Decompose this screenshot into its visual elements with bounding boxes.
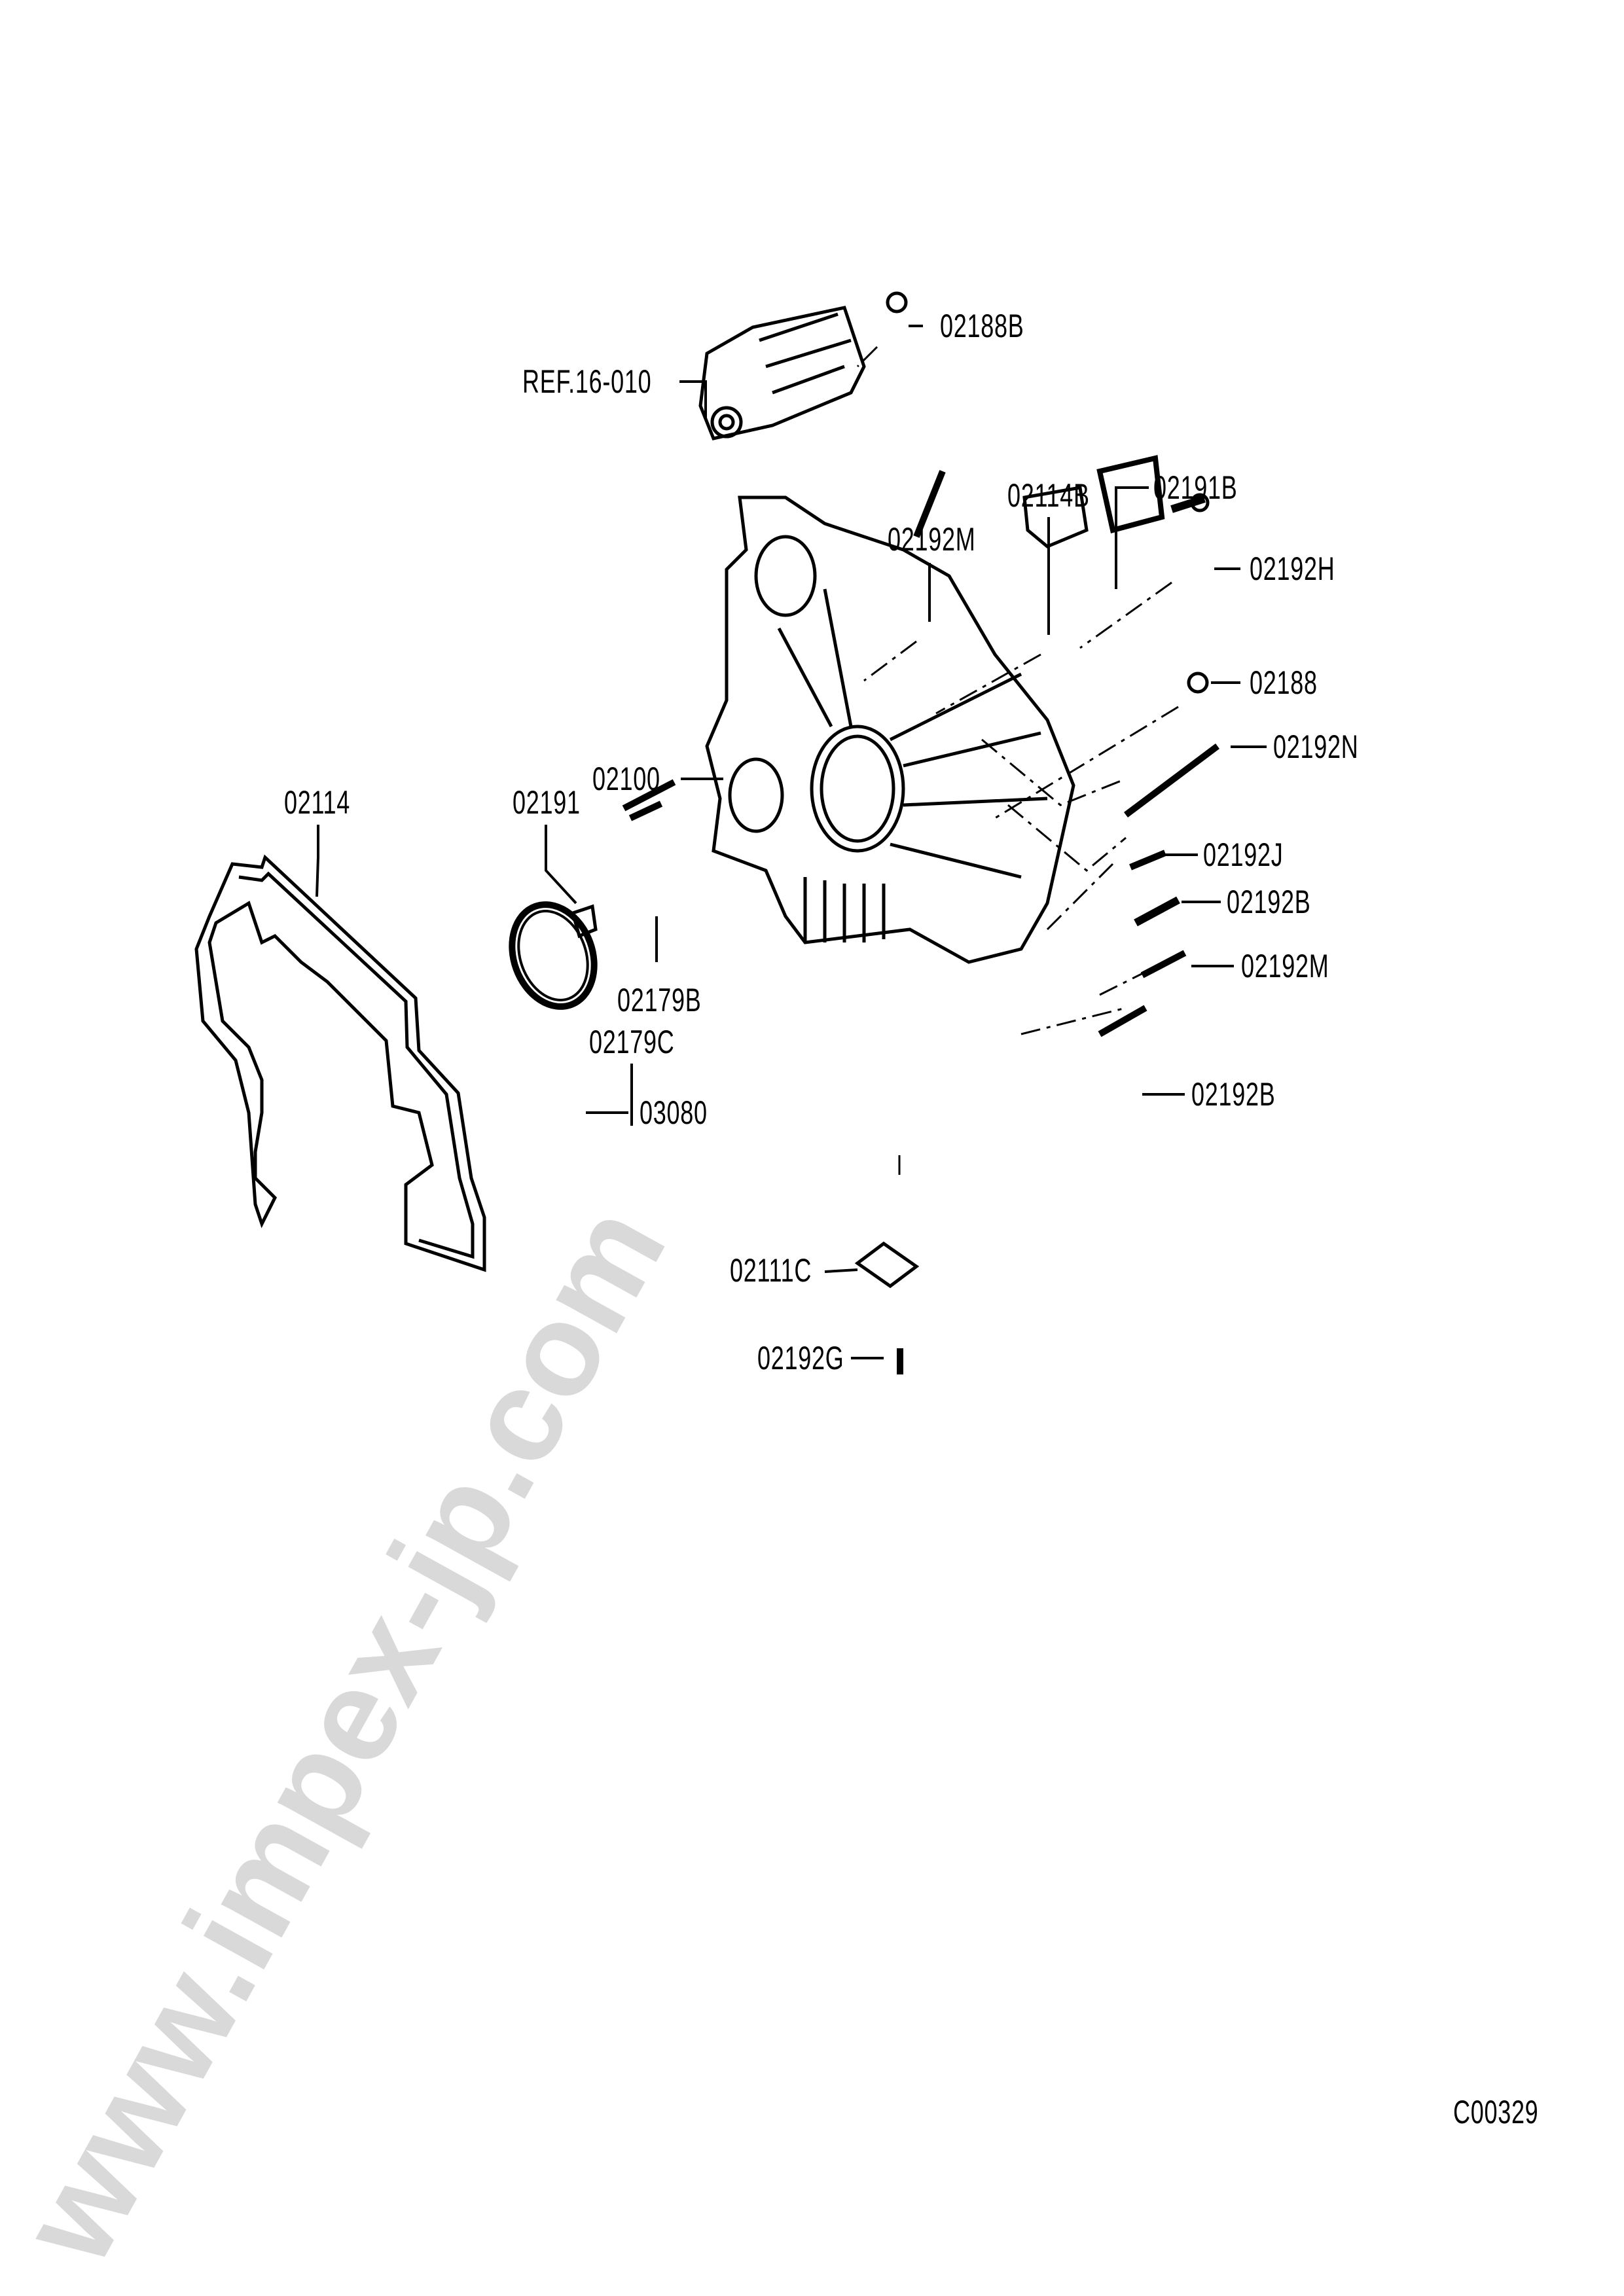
callout-02192H: 02192H (1250, 550, 1335, 587)
diagram-code: C00329 (1453, 2094, 1539, 2130)
callout-02192M-lower: 02192M (1241, 948, 1329, 984)
callout-02192J: 02192J (1203, 836, 1284, 873)
callout-02192M-top: 02192M (888, 521, 976, 558)
callout-02188: 02188 (1250, 664, 1318, 701)
leader-lines (316, 325, 1267, 1359)
flywheel-housing (705, 495, 1075, 964)
callout-02191: 02191 (513, 784, 581, 821)
callout-02192N: 02192N (1273, 728, 1359, 765)
assembly-dashed-lines (856, 346, 1179, 1178)
callout-02192B-upper: 02192B (1227, 884, 1311, 920)
callout-02111C: 02111C (730, 1252, 812, 1289)
callout-02188B: 02188B (940, 308, 1024, 344)
front-cover-gasket (194, 854, 486, 1272)
callout-02100: 02100 (592, 761, 660, 797)
callout-02179B: 02179B (617, 982, 702, 1018)
callout-02114: 02114 (284, 784, 351, 821)
callout-03080: 03080 (640, 1094, 708, 1131)
callout-02191B: 02191B (1153, 469, 1238, 506)
callout-02192B-lower: 02192B (1191, 1076, 1276, 1113)
starter-motor (698, 306, 866, 440)
callout-02179C: 02179C (589, 1024, 675, 1060)
callout-02114B: 02114B (1007, 477, 1090, 514)
small-parts (509, 291, 1219, 1374)
callout-ref-starter: REF.16-010 (522, 363, 652, 400)
callout-02192G: 02192G (757, 1340, 844, 1376)
